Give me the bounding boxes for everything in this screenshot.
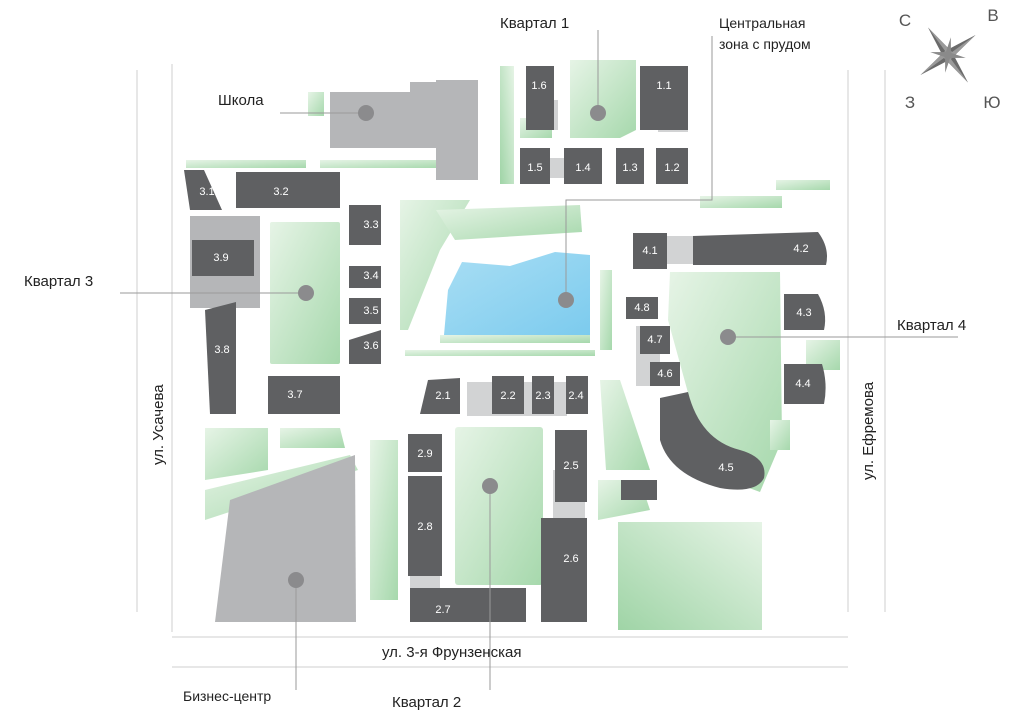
callout-labels: Квартал 1 Центральная зона с прудом Школ… bbox=[24, 15, 966, 711]
callout-central-zone-2: зона с прудом bbox=[719, 36, 811, 52]
kvartal2-dot[interactable] bbox=[482, 478, 498, 494]
compass-rose: С В З Ю bbox=[899, 6, 1001, 112]
label-2-8: 2.8 bbox=[417, 521, 432, 533]
pond-dot[interactable] bbox=[558, 292, 574, 308]
kvartal4-dot[interactable] bbox=[720, 329, 736, 345]
label-1-5: 1.5 bbox=[527, 162, 542, 174]
label-3-9: 3.9 bbox=[213, 252, 228, 264]
label-2-4: 2.4 bbox=[568, 390, 583, 402]
building-2-3[interactable] bbox=[532, 376, 554, 414]
building-4-7[interactable] bbox=[640, 326, 670, 354]
compass-w: З bbox=[905, 93, 915, 112]
building-1-3[interactable] bbox=[616, 148, 644, 184]
kvartal3-dot[interactable] bbox=[298, 285, 314, 301]
label-1-1: 1.1 bbox=[656, 80, 671, 92]
building-1-5[interactable] bbox=[520, 148, 550, 184]
building-4-8[interactable] bbox=[626, 297, 658, 319]
label-3-2: 3.2 bbox=[273, 186, 288, 198]
street-bottom: ул. 3-я Фрунзенская bbox=[382, 644, 521, 661]
label-2-7: 2.7 bbox=[435, 604, 450, 616]
compass-icon bbox=[920, 27, 976, 83]
building-2-8[interactable] bbox=[408, 476, 442, 576]
building-3-1[interactable] bbox=[184, 170, 222, 210]
building-3-7[interactable] bbox=[268, 376, 340, 414]
street-left: ул. Усачева bbox=[150, 384, 167, 465]
label-4-2: 4.2 bbox=[793, 243, 808, 255]
label-2-1: 2.1 bbox=[435, 390, 450, 402]
buildings bbox=[184, 66, 827, 622]
label-1-4: 1.4 bbox=[575, 162, 590, 174]
label-3-6: 3.6 bbox=[363, 340, 378, 352]
school-dot[interactable] bbox=[358, 105, 374, 121]
label-4-4: 4.4 bbox=[795, 378, 810, 390]
building-1-2[interactable] bbox=[656, 148, 688, 184]
building-4-6[interactable] bbox=[650, 362, 680, 386]
building-2-4[interactable] bbox=[566, 376, 588, 414]
compass-n: С bbox=[899, 11, 911, 30]
building-4-1[interactable] bbox=[633, 233, 667, 269]
callout-central-zone-1: Центральная bbox=[719, 15, 805, 31]
building-labels: 1.6 1.1 1.5 1.4 1.3 1.2 3.1 3.2 3.9 3.3 … bbox=[199, 80, 811, 616]
building-1-1[interactable] bbox=[640, 66, 688, 130]
business-center-dot[interactable] bbox=[288, 572, 304, 588]
callout-kvartal1: Квартал 1 bbox=[500, 15, 569, 32]
building-1-6[interactable] bbox=[526, 66, 554, 130]
label-2-5: 2.5 bbox=[563, 460, 578, 472]
label-1-3: 1.3 bbox=[622, 162, 637, 174]
building-2-2[interactable] bbox=[492, 376, 524, 414]
label-4-7: 4.7 bbox=[647, 334, 662, 346]
kvartal1-dot[interactable] bbox=[590, 105, 606, 121]
label-2-2: 2.2 bbox=[500, 390, 515, 402]
callout-business-center: Бизнес-центр bbox=[183, 688, 271, 704]
label-1-2: 1.2 bbox=[664, 162, 679, 174]
compass-e: В bbox=[987, 6, 998, 25]
street-labels: ул. Усачева ул. Ефремова ул. 3-я Фрунзен… bbox=[150, 381, 877, 661]
label-4-6: 4.6 bbox=[657, 368, 672, 380]
label-2-6: 2.6 bbox=[563, 553, 578, 565]
label-2-3: 2.3 bbox=[535, 390, 550, 402]
label-1-6: 1.6 bbox=[531, 80, 546, 92]
building-4-3[interactable] bbox=[784, 294, 826, 330]
compass-s: Ю bbox=[983, 93, 1000, 112]
building-unlabeled bbox=[621, 480, 657, 500]
building-3-8[interactable] bbox=[205, 302, 236, 414]
label-4-5: 4.5 bbox=[718, 462, 733, 474]
building-1-4[interactable] bbox=[564, 148, 602, 184]
building-3-6[interactable] bbox=[349, 330, 381, 364]
label-3-3: 3.3 bbox=[363, 219, 378, 231]
building-2-9[interactable] bbox=[408, 434, 442, 472]
building-3-3[interactable] bbox=[349, 205, 381, 245]
street-right: ул. Ефремова bbox=[860, 381, 877, 480]
building-4-5[interactable] bbox=[660, 392, 765, 490]
building-4-4[interactable] bbox=[784, 364, 826, 404]
callout-kvartal3: Квартал 3 bbox=[24, 273, 93, 290]
building-2-7[interactable] bbox=[410, 588, 526, 622]
label-3-4: 3.4 bbox=[363, 270, 378, 282]
callout-leaders bbox=[120, 30, 958, 690]
label-2-9: 2.9 bbox=[417, 448, 432, 460]
label-4-8: 4.8 bbox=[634, 302, 649, 314]
building-3-5[interactable] bbox=[349, 298, 381, 324]
label-3-8: 3.8 bbox=[214, 344, 229, 356]
road-lines bbox=[136, 64, 886, 668]
label-3-5: 3.5 bbox=[363, 305, 378, 317]
callout-kvartal4: Квартал 4 bbox=[897, 317, 966, 334]
building-2-1[interactable] bbox=[420, 378, 460, 414]
building-2-5[interactable] bbox=[555, 430, 587, 502]
building-3-2[interactable] bbox=[236, 172, 340, 208]
label-3-7: 3.7 bbox=[287, 389, 302, 401]
label-3-1: 3.1 bbox=[199, 186, 214, 198]
building-3-4[interactable] bbox=[349, 266, 381, 288]
callout-dots bbox=[288, 105, 736, 588]
callout-kvartal2: Квартал 2 bbox=[392, 694, 461, 711]
label-4-3: 4.3 bbox=[796, 307, 811, 319]
building-2-6[interactable] bbox=[541, 518, 587, 622]
building-3-9[interactable] bbox=[192, 240, 254, 276]
pond bbox=[444, 252, 590, 335]
label-4-1: 4.1 bbox=[642, 245, 657, 257]
callout-school: Школа bbox=[218, 92, 264, 109]
building-4-2[interactable] bbox=[693, 232, 827, 265]
